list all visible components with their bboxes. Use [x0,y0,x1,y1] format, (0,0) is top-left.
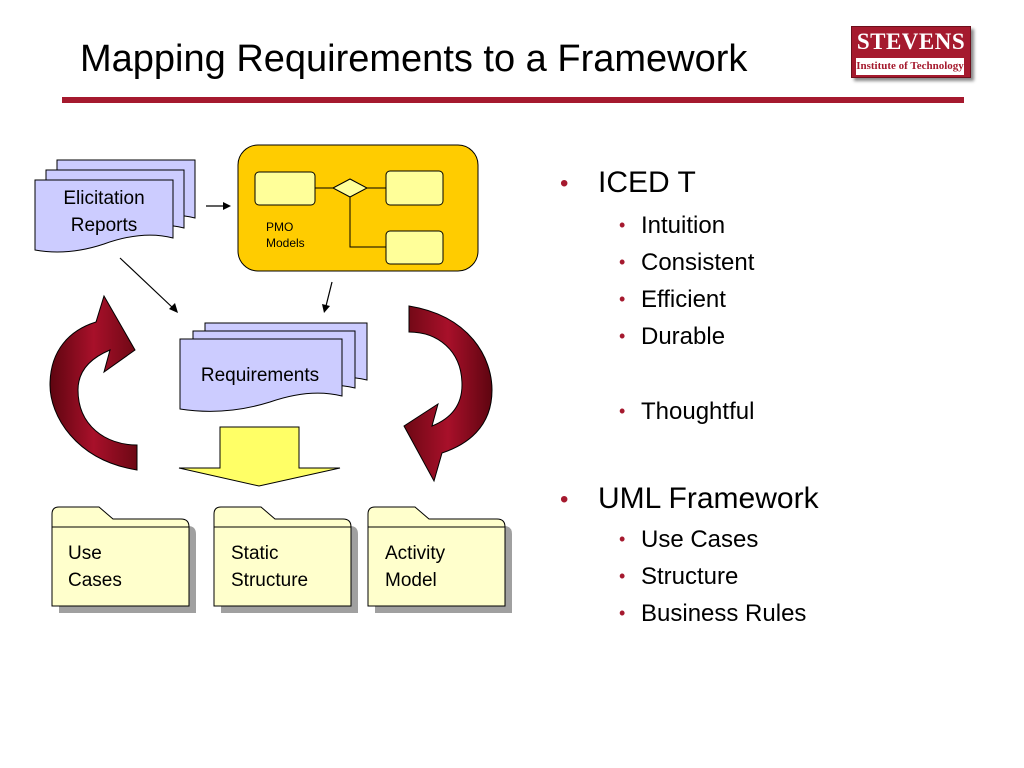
bullet-dot: • [560,170,569,197]
pmo-label-line2: Models [266,236,305,250]
bullet-uml-framework: •UML Framework [560,482,819,515]
folder-static-structure: Static Structure [213,506,358,613]
bullet-durable: •Durable [619,323,726,350]
bullet-dot: • [619,289,626,309]
pmo-models-box: PMO Models [237,144,479,272]
bullet-thoughtful: •Thoughtful [619,398,755,425]
bullet-dot: • [619,529,626,549]
cycle-arrow-left [49,294,138,471]
cycle-arrow-right [403,305,493,483]
elicitation-reports-doc: Elicitation Reports [34,159,196,253]
folder-label-line2: Model [385,570,437,591]
bullet-business-rules: •Business Rules [619,600,807,627]
bullet-dot: • [619,326,626,346]
folder-label-line2: Structure [231,570,308,591]
requirements-label: Requirements [201,365,319,386]
folder-activity-model: Activity Model [367,506,512,613]
bullet-structure: •Structure [619,563,739,590]
elicitation-label-line1: Elicitation [63,188,144,209]
bullet-dot: • [619,401,626,421]
bullet-dot: • [560,486,569,513]
bullet-use-cases: •Use Cases [619,526,759,553]
block-arrow-down [178,426,341,487]
bullet-dot: • [619,603,626,623]
bullet-intuition: •Intuition [619,212,726,239]
arrow-elicitation-to-requirements [119,257,178,313]
logo-subtitle: Institute of Technology [856,58,964,75]
slide-title: Mapping Requirements to a Framework [80,38,748,80]
arrow-pmo-to-requirements [322,281,333,313]
bullet-dot: • [619,566,626,586]
folder-label-line1: Static [231,543,279,564]
pmo-label-line1: PMO [266,220,293,234]
elicitation-label-line2: Reports [71,215,138,236]
folder-label-line2: Cases [68,570,122,591]
requirements-diagram: Elicitation Reports PMO Models Requireme… [34,144,512,613]
bullet-dot: • [619,215,626,235]
bullet-efficient: •Efficient [619,286,726,313]
bullet-iced-t: •ICED T [560,166,696,199]
folder-use-cases: Use Cases [51,506,196,613]
folder-label-line1: Use [68,543,102,564]
logo-name: STEVENS [856,29,966,54]
bullet-consistent: •Consistent [619,249,755,276]
arrow-to-pmo [206,202,231,210]
requirements-doc: Requirements [179,322,368,412]
title-rule [62,97,964,103]
folder-label-line1: Activity [385,543,446,564]
stevens-logo: STEVENS Institute of Technology [851,26,971,78]
bullet-dot: • [619,252,626,272]
